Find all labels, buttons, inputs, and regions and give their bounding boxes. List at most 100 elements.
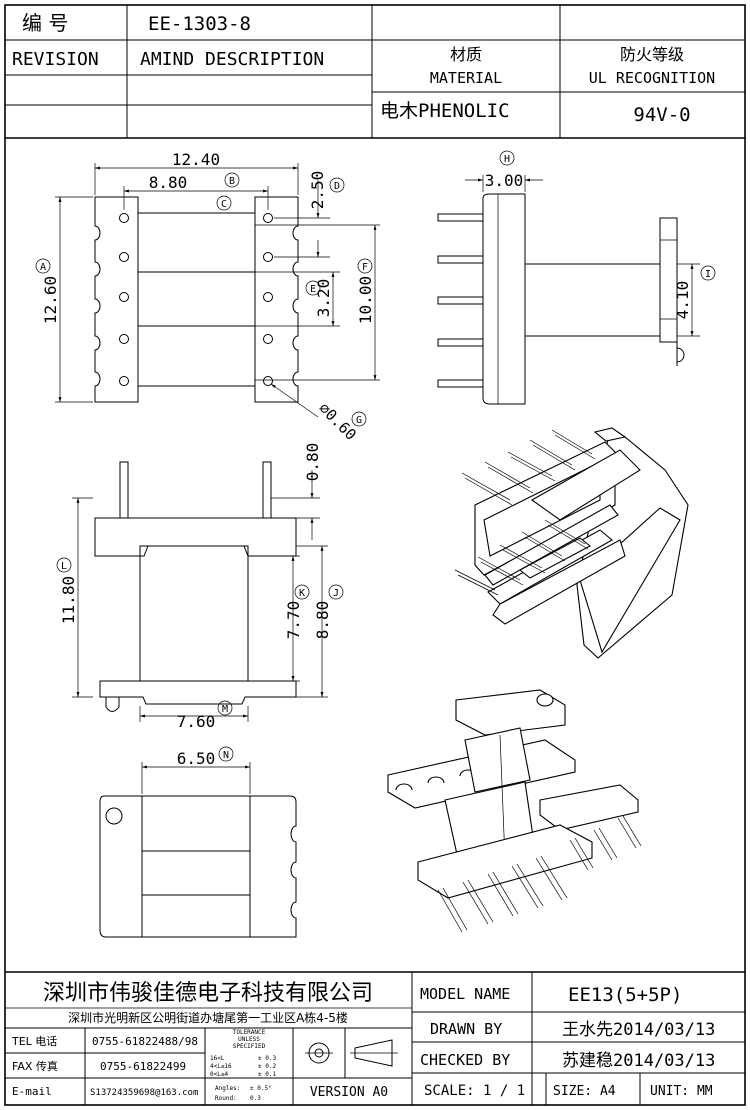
company-address: 深圳市光明新区公明街道办塘尾第一工业区A栋4-5楼 (68, 1010, 348, 1025)
top-view-core-body (137, 212, 256, 387)
dim-rows-span: 3.20 (314, 279, 333, 318)
callout-n: N (223, 750, 229, 761)
tolerance-range: Round: (215, 1095, 237, 1102)
top-view: 12.40 8.80 12.60 2.50 3.20 10.00 ∅0.60 A (35, 150, 380, 444)
bottom-view-core (141, 795, 251, 938)
tolerance-range: 0<L≤4 (210, 1071, 228, 1078)
tolerance-value: ± 0.5° (250, 1085, 272, 1092)
top-view-right-flange (254, 196, 299, 403)
amend-label: AMIND DESCRIPTION (140, 49, 324, 70)
material-en-label: MATERIAL (430, 69, 502, 87)
iso-view-upper (454, 427, 689, 659)
tel-label: TEL 电话 (11, 1035, 57, 1048)
model-value: EE13(5+5P) (568, 984, 682, 1006)
checked-value: 苏建稳2014/03/13 (562, 1051, 715, 1071)
dim-height-outer: 12.60 (41, 276, 60, 324)
callout-i: I (705, 269, 711, 280)
dim-base-width: 7.60 (177, 712, 216, 731)
callout-a: A (40, 262, 46, 273)
dim-bottom-width: 6.50 (177, 749, 216, 768)
fax-label: FAX 传真 (12, 1059, 58, 1073)
front-view: 0.80 11.80 7.70 8.80 7.60 L K J M (56, 443, 344, 731)
dim-body-height-1: 7.70 (284, 601, 303, 640)
size-label: SIZE: A4 (553, 1084, 616, 1099)
bottom-view-hole (105, 807, 123, 825)
callout-l: L (61, 561, 67, 572)
side-view-nub (676, 347, 685, 363)
front-view-top-flange (94, 517, 297, 557)
iso-view-lower (387, 689, 642, 933)
material-value: 电木PHENOLIC (380, 100, 510, 122)
dim-body-height-2: 8.80 (313, 601, 332, 640)
top-view-pin-holes (119, 213, 273, 386)
bottom-view: 6.50 N (99, 746, 297, 938)
code-value: EE-1303-8 (148, 13, 251, 35)
front-view-pin-right (262, 461, 272, 519)
bottom-view-outline (99, 795, 297, 938)
dim-pin-pitch: 2.50 (308, 171, 327, 210)
scale-label: SCALE: 1 / 1 (424, 1083, 525, 1099)
model-label: MODEL NAME (420, 985, 510, 1003)
dim-thickness: 3.00 (485, 171, 524, 190)
front-view-base (99, 680, 297, 705)
projection-symbol-icon (305, 1039, 398, 1067)
callout-e: E (310, 284, 316, 295)
tolerance-range: Angles: (215, 1085, 240, 1092)
tolerance-range: 4<L≤16 (210, 1063, 232, 1070)
callout-j: J (333, 588, 339, 599)
ul-en-label: UL RECOGNITION (589, 69, 715, 87)
company-name: 深圳市伟骏佳德电子科技有限公司 (43, 981, 373, 1006)
side-view-pins (437, 213, 484, 388)
ul-cn-label: 防火等级 (620, 45, 684, 64)
side-view-far-flange (659, 217, 678, 343)
drawn-value: 王水先2014/03/13 (562, 1020, 715, 1040)
title-block: 深圳市伟骏佳德电子科技有限公司 深圳市光明新区公明街道办塘尾第一工业区A栋4-5… (5, 971, 745, 1105)
drawn-label: DRAWN BY (430, 1020, 502, 1038)
tel-value: 0755-61822488/98 (92, 1035, 198, 1048)
tolerance-title-2: UNLESS (238, 1036, 260, 1043)
tolerance-title-1: TOLERANCE (233, 1029, 266, 1036)
code-label: 编 号 (22, 11, 68, 35)
email-value: S13724359698@163.com (90, 1088, 198, 1098)
tolerance-value: ± 0.1 (258, 1071, 276, 1078)
dim-pin-top: 0.80 (303, 443, 322, 482)
callout-g: G (356, 415, 362, 426)
header-table: 编 号 EE-1303-8 REVISION AMIND DESCRIPTION… (5, 5, 745, 139)
callout-c: C (221, 199, 227, 210)
dim-hole: ∅0.60 (315, 399, 360, 444)
callout-d: D (334, 181, 340, 192)
fax-value: 0755-61822499 (100, 1060, 186, 1073)
tolerance-value: ± 0.3 (258, 1055, 276, 1062)
revision-label: REVISION (12, 49, 99, 70)
material-cn-label: 材质 (450, 45, 482, 64)
dim-height-inner: 10.00 (356, 276, 375, 324)
checked-label: CHECKED BY (420, 1051, 510, 1069)
tolerance-table: TOLERANCE UNLESS SPECIFIED 16<L ± 0.3 4<… (210, 1029, 276, 1102)
callout-f: F (362, 262, 368, 273)
front-view-nub (105, 697, 120, 712)
dim-offset: 4.10 (673, 281, 692, 320)
tolerance-title-3: SPECIFIED (233, 1043, 266, 1050)
ul-value: 94V-0 (633, 104, 690, 126)
callout-m: M (222, 704, 228, 715)
dim-total-height: 11.80 (59, 576, 78, 624)
dim-width-outer: 12.40 (172, 150, 220, 169)
callout-k: K (299, 588, 305, 599)
callout-b: B (229, 176, 235, 187)
tolerance-range: 16<L (210, 1055, 225, 1062)
version-label: VERSION A0 (310, 1085, 388, 1100)
top-view-left-flange (94, 196, 139, 403)
front-view-pin-left (119, 461, 129, 519)
callout-h: H (504, 154, 510, 165)
tolerance-value: ± 0.2 (258, 1063, 276, 1070)
tolerance-value: 0.3 (250, 1095, 261, 1102)
dim-width-inner: 8.80 (149, 173, 188, 192)
side-view: 3.00 4.10 H I (437, 150, 716, 405)
unit-label: UNIT: MM (650, 1084, 713, 1099)
front-view-core (139, 545, 249, 682)
sheet-border (4, 4, 746, 1106)
email-label: E-mail (12, 1085, 52, 1098)
side-view-flange (482, 193, 526, 405)
